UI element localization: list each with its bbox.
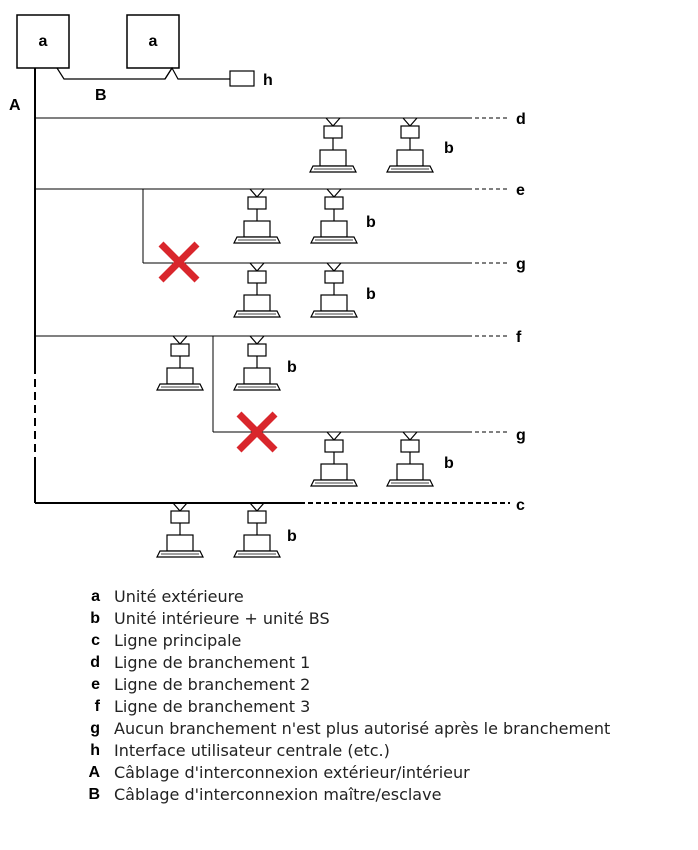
- legend: a Unité extérieure b Unité intérieure + un…: [0, 586, 698, 806]
- indoor-unit: [156, 335, 204, 391]
- indoor-unit: [233, 188, 281, 244]
- main-line-label: c: [516, 497, 525, 514]
- indoor-unit: [386, 431, 434, 487]
- wiring-B: [56, 66, 255, 87]
- indoor-unit: [233, 502, 281, 558]
- wiring-B-label: B: [95, 87, 107, 104]
- indoor-unit: [233, 335, 281, 391]
- indoor-unit-label: b: [366, 286, 376, 303]
- legend-text: Unité extérieure: [114, 587, 244, 606]
- indoor-unit-label: b: [287, 528, 297, 545]
- indoor-unit-label: b: [444, 455, 454, 472]
- legend-text: Câblage d'interconnexion extérieur/intér…: [114, 763, 470, 782]
- legend-text: Ligne de branchement 1: [114, 653, 311, 672]
- legend-key: c: [91, 632, 100, 649]
- legend-text: Ligne principale: [114, 631, 242, 650]
- legend-key: b: [90, 610, 100, 627]
- cross-icon: [236, 411, 278, 453]
- legend-key: A: [88, 764, 100, 781]
- legend-item: f Ligne de branchement 3: [0, 696, 698, 718]
- legend-item: A Câblage d'interconnexion extérieur/inté…: [0, 762, 698, 784]
- legend-text: Câblage d'interconnexion maître/esclave: [114, 785, 442, 804]
- indoor-unit-label: b: [444, 140, 454, 157]
- legend-item: b Unité intérieure + unité BS: [0, 608, 698, 630]
- outdoor-unit-slave: a: [126, 14, 180, 69]
- legend-key: a: [91, 588, 100, 605]
- legend-item: a Unité extérieure: [0, 586, 698, 608]
- indoor-unit: [309, 117, 357, 173]
- legend-item: c Ligne principale: [0, 630, 698, 652]
- legend-text: Unité intérieure + unité BS: [114, 609, 330, 628]
- central-ui-label: h: [263, 72, 273, 89]
- wiring-diagram: a a h B A d b e b: [9, 14, 526, 558]
- legend-item: d Ligne de branchement 1: [0, 652, 698, 674]
- legend-key: f: [94, 698, 100, 715]
- legend-item: e Ligne de branchement 2: [0, 674, 698, 696]
- branch-line-2-label: e: [516, 182, 525, 199]
- branch-line-1-label: d: [516, 111, 526, 128]
- indoor-unit: [233, 262, 281, 318]
- branch-line-3: [35, 335, 510, 432]
- indoor-unit-label: b: [366, 214, 376, 231]
- legend-text: Ligne de branchement 3: [114, 697, 311, 716]
- outdoor-unit-label: a: [149, 33, 158, 50]
- legend-key: g: [90, 720, 100, 737]
- cross-icon: [158, 241, 200, 283]
- legend-text: Aucun branchement n'est plus autorisé ap…: [114, 719, 611, 738]
- legend-item: B Câblage d'interconnexion maître/esclave: [0, 784, 698, 806]
- legend-key: e: [91, 676, 100, 693]
- indoor-unit-label: b: [287, 359, 297, 376]
- outdoor-unit-label: a: [39, 33, 48, 50]
- no-branch-label: g: [516, 427, 526, 444]
- indoor-unit: [310, 262, 358, 318]
- legend-text: Interface utilisateur centrale (etc.): [114, 741, 390, 760]
- indoor-unit: [156, 502, 204, 558]
- outdoor-unit-master: a: [16, 14, 70, 69]
- legend-item: h Interface utilisateur centrale (etc.): [0, 740, 698, 762]
- indoor-unit: [310, 188, 358, 244]
- indoor-unit: [386, 117, 434, 173]
- no-branch-label: g: [516, 256, 526, 273]
- branch-line-3-label: f: [516, 329, 522, 346]
- indoor-unit: [310, 431, 358, 487]
- legend-key: d: [90, 654, 100, 671]
- wiring-A-label: A: [9, 97, 21, 114]
- legend-key: B: [88, 786, 100, 803]
- legend-item: g Aucun branchement n'est plus autorisé a…: [0, 718, 698, 740]
- branch-line-2: [35, 188, 510, 263]
- legend-text: Ligne de branchement 2: [114, 675, 311, 694]
- legend-key: h: [90, 742, 100, 759]
